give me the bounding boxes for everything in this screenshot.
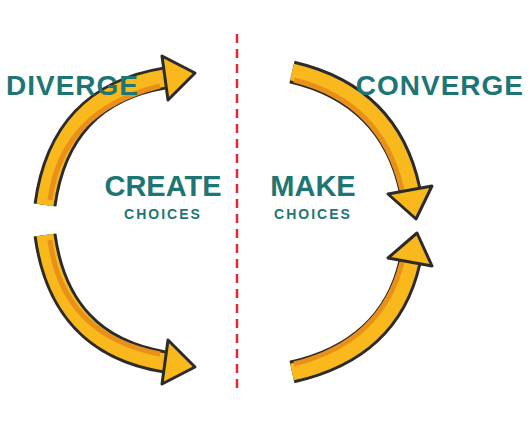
stage-heading: DIVERGE (6, 72, 139, 100)
stage-subtitle: CHOICES (274, 207, 352, 221)
stage-subtitle: CHOICES (124, 207, 202, 221)
stage-heading: CONVERGE (356, 72, 524, 100)
converge-arrow-up (292, 233, 432, 372)
stage-title: MAKE (270, 172, 355, 201)
divider-line (236, 34, 239, 392)
stage-title: CREATE (104, 172, 221, 201)
diverge-arrow-down (45, 235, 195, 384)
